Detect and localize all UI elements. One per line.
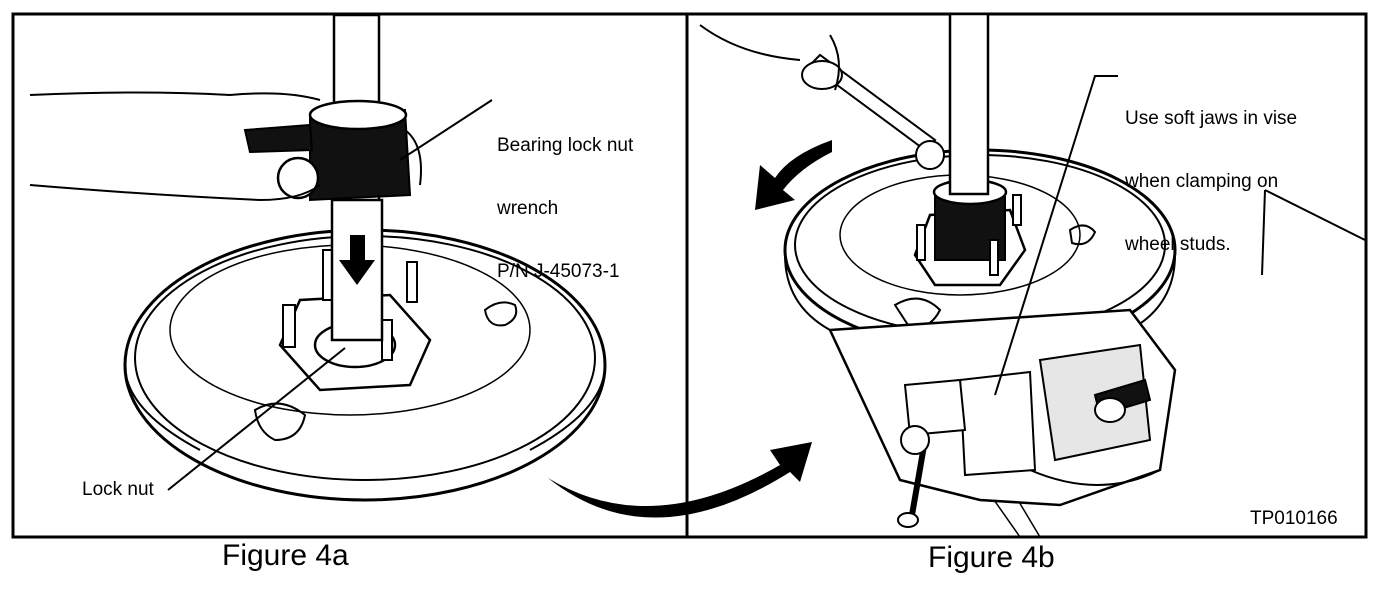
figure-4b-drawing — [699, 12, 1366, 538]
caption-figure-4a: Figure 4a — [222, 539, 349, 572]
arrow-down-icon — [339, 235, 375, 285]
leader-lock-nut — [167, 347, 346, 491]
frame-border — [11, 12, 1368, 539]
caption-figure-4b: Figure 4b — [928, 541, 1055, 574]
callout-wrench: Bearing lock nut wrench P/N J-45073-1 — [497, 93, 633, 303]
callout-vise-line-2: when clamping on — [1125, 171, 1279, 192]
figure-id: TP010166 — [1250, 508, 1338, 529]
callout-lock-nut: Lock nut — [82, 479, 154, 500]
callout-wrench-line-1: Bearing lock nut — [497, 135, 634, 156]
leader-vise — [994, 75, 1118, 396]
leader-wrench — [399, 99, 493, 161]
callout-wrench-line-2: wrench — [497, 198, 559, 219]
curved-arrow-icon — [548, 442, 812, 518]
callout-vise: Use soft jaws in vise when clamping on w… — [1125, 66, 1297, 276]
callout-vise-line-1: Use soft jaws in vise — [1125, 108, 1298, 129]
rotate-arrow-icon — [755, 140, 832, 210]
callout-wrench-line-3: P/N J-45073-1 — [497, 261, 620, 282]
callout-vise-line-3: wheel studs. — [1125, 234, 1231, 255]
